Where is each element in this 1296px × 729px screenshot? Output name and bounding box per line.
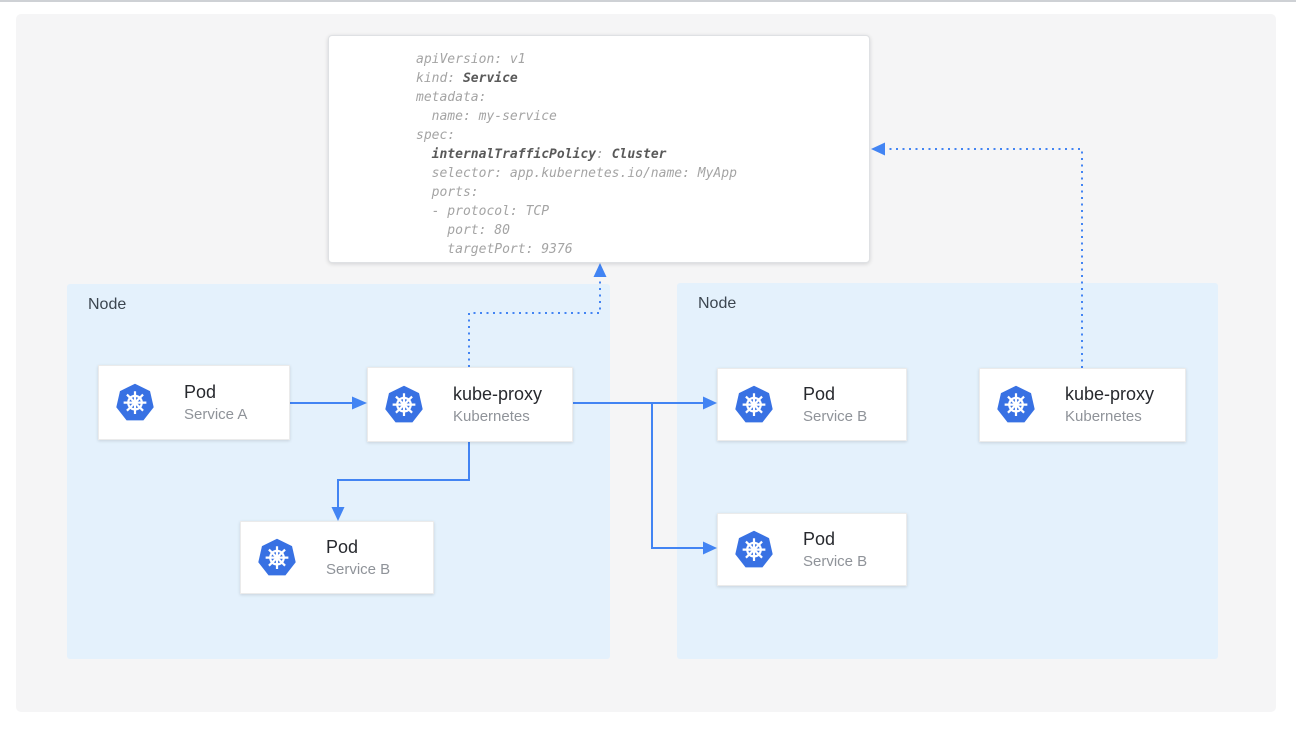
node-label: Node — [88, 296, 127, 313]
kubernetes-icon — [994, 383, 1038, 427]
yaml-code-line: port: 80 — [416, 223, 510, 238]
card-title: Pod — [803, 383, 836, 404]
node-box-right: Node — [677, 283, 1218, 659]
pod-card-service-a: Pod Service A — [98, 365, 290, 440]
card-subtitle: Service B — [803, 552, 868, 570]
service-yaml-box: apiVersion: v1 kind: Service metadata: nam… — [328, 35, 870, 263]
card-subtitle: Service A — [184, 405, 248, 423]
yaml-code-line: selector: app.kubernetes.io/name: MyApp — [416, 166, 737, 181]
kubernetes-icon — [732, 383, 776, 427]
yaml-code-line: internalTrafficPolicy: Cluster — [431, 147, 667, 162]
pod-card-service-b-left: Pod Service B — [240, 521, 434, 594]
kubernetes-icon — [113, 381, 157, 425]
top-divider — [0, 0, 1296, 2]
card-subtitle: Kubernetes — [1065, 408, 1142, 425]
yaml-code-line: targetPort: 9376 — [416, 242, 573, 257]
card-title: Pod — [803, 528, 836, 549]
yaml-code-line: spec: — [416, 128, 456, 143]
yaml-code-line: - protocol: TCP — [416, 204, 550, 219]
yaml-code-line: metadata: — [416, 90, 487, 105]
card-subtitle: Kubernetes — [453, 407, 530, 425]
yaml-code-line: kind: Service — [416, 71, 518, 86]
kubernetes-icon — [382, 383, 426, 427]
yaml-code-line: apiVersion: v1 — [416, 52, 526, 67]
kube-proxy-card-left: kube-proxy Kubernetes — [367, 367, 573, 442]
kubernetes-icon — [255, 536, 299, 580]
yaml-code: apiVersion: v1 kind: Service metadata: nam… — [416, 50, 869, 259]
card-title: kube-proxy — [1065, 384, 1155, 404]
card-title: Pod — [184, 381, 217, 402]
card-subtitle: Service B — [326, 560, 391, 578]
card-subtitle: Service B — [803, 407, 868, 425]
pod-card-service-b-right-1: Pod Service B — [717, 368, 907, 441]
node-box-left: Node — [67, 284, 610, 659]
yaml-code-line: ports: — [416, 185, 479, 200]
card-title: Pod — [326, 536, 359, 557]
pod-card-service-b-right-2: Pod Service B — [717, 513, 907, 586]
card-title: kube-proxy — [453, 383, 543, 404]
node-label: Node — [698, 295, 737, 312]
yaml-code-line: name: my-service — [416, 109, 557, 124]
kube-proxy-card-right: kube-proxy Kubernetes — [979, 368, 1186, 442]
kubernetes-icon — [732, 528, 776, 572]
